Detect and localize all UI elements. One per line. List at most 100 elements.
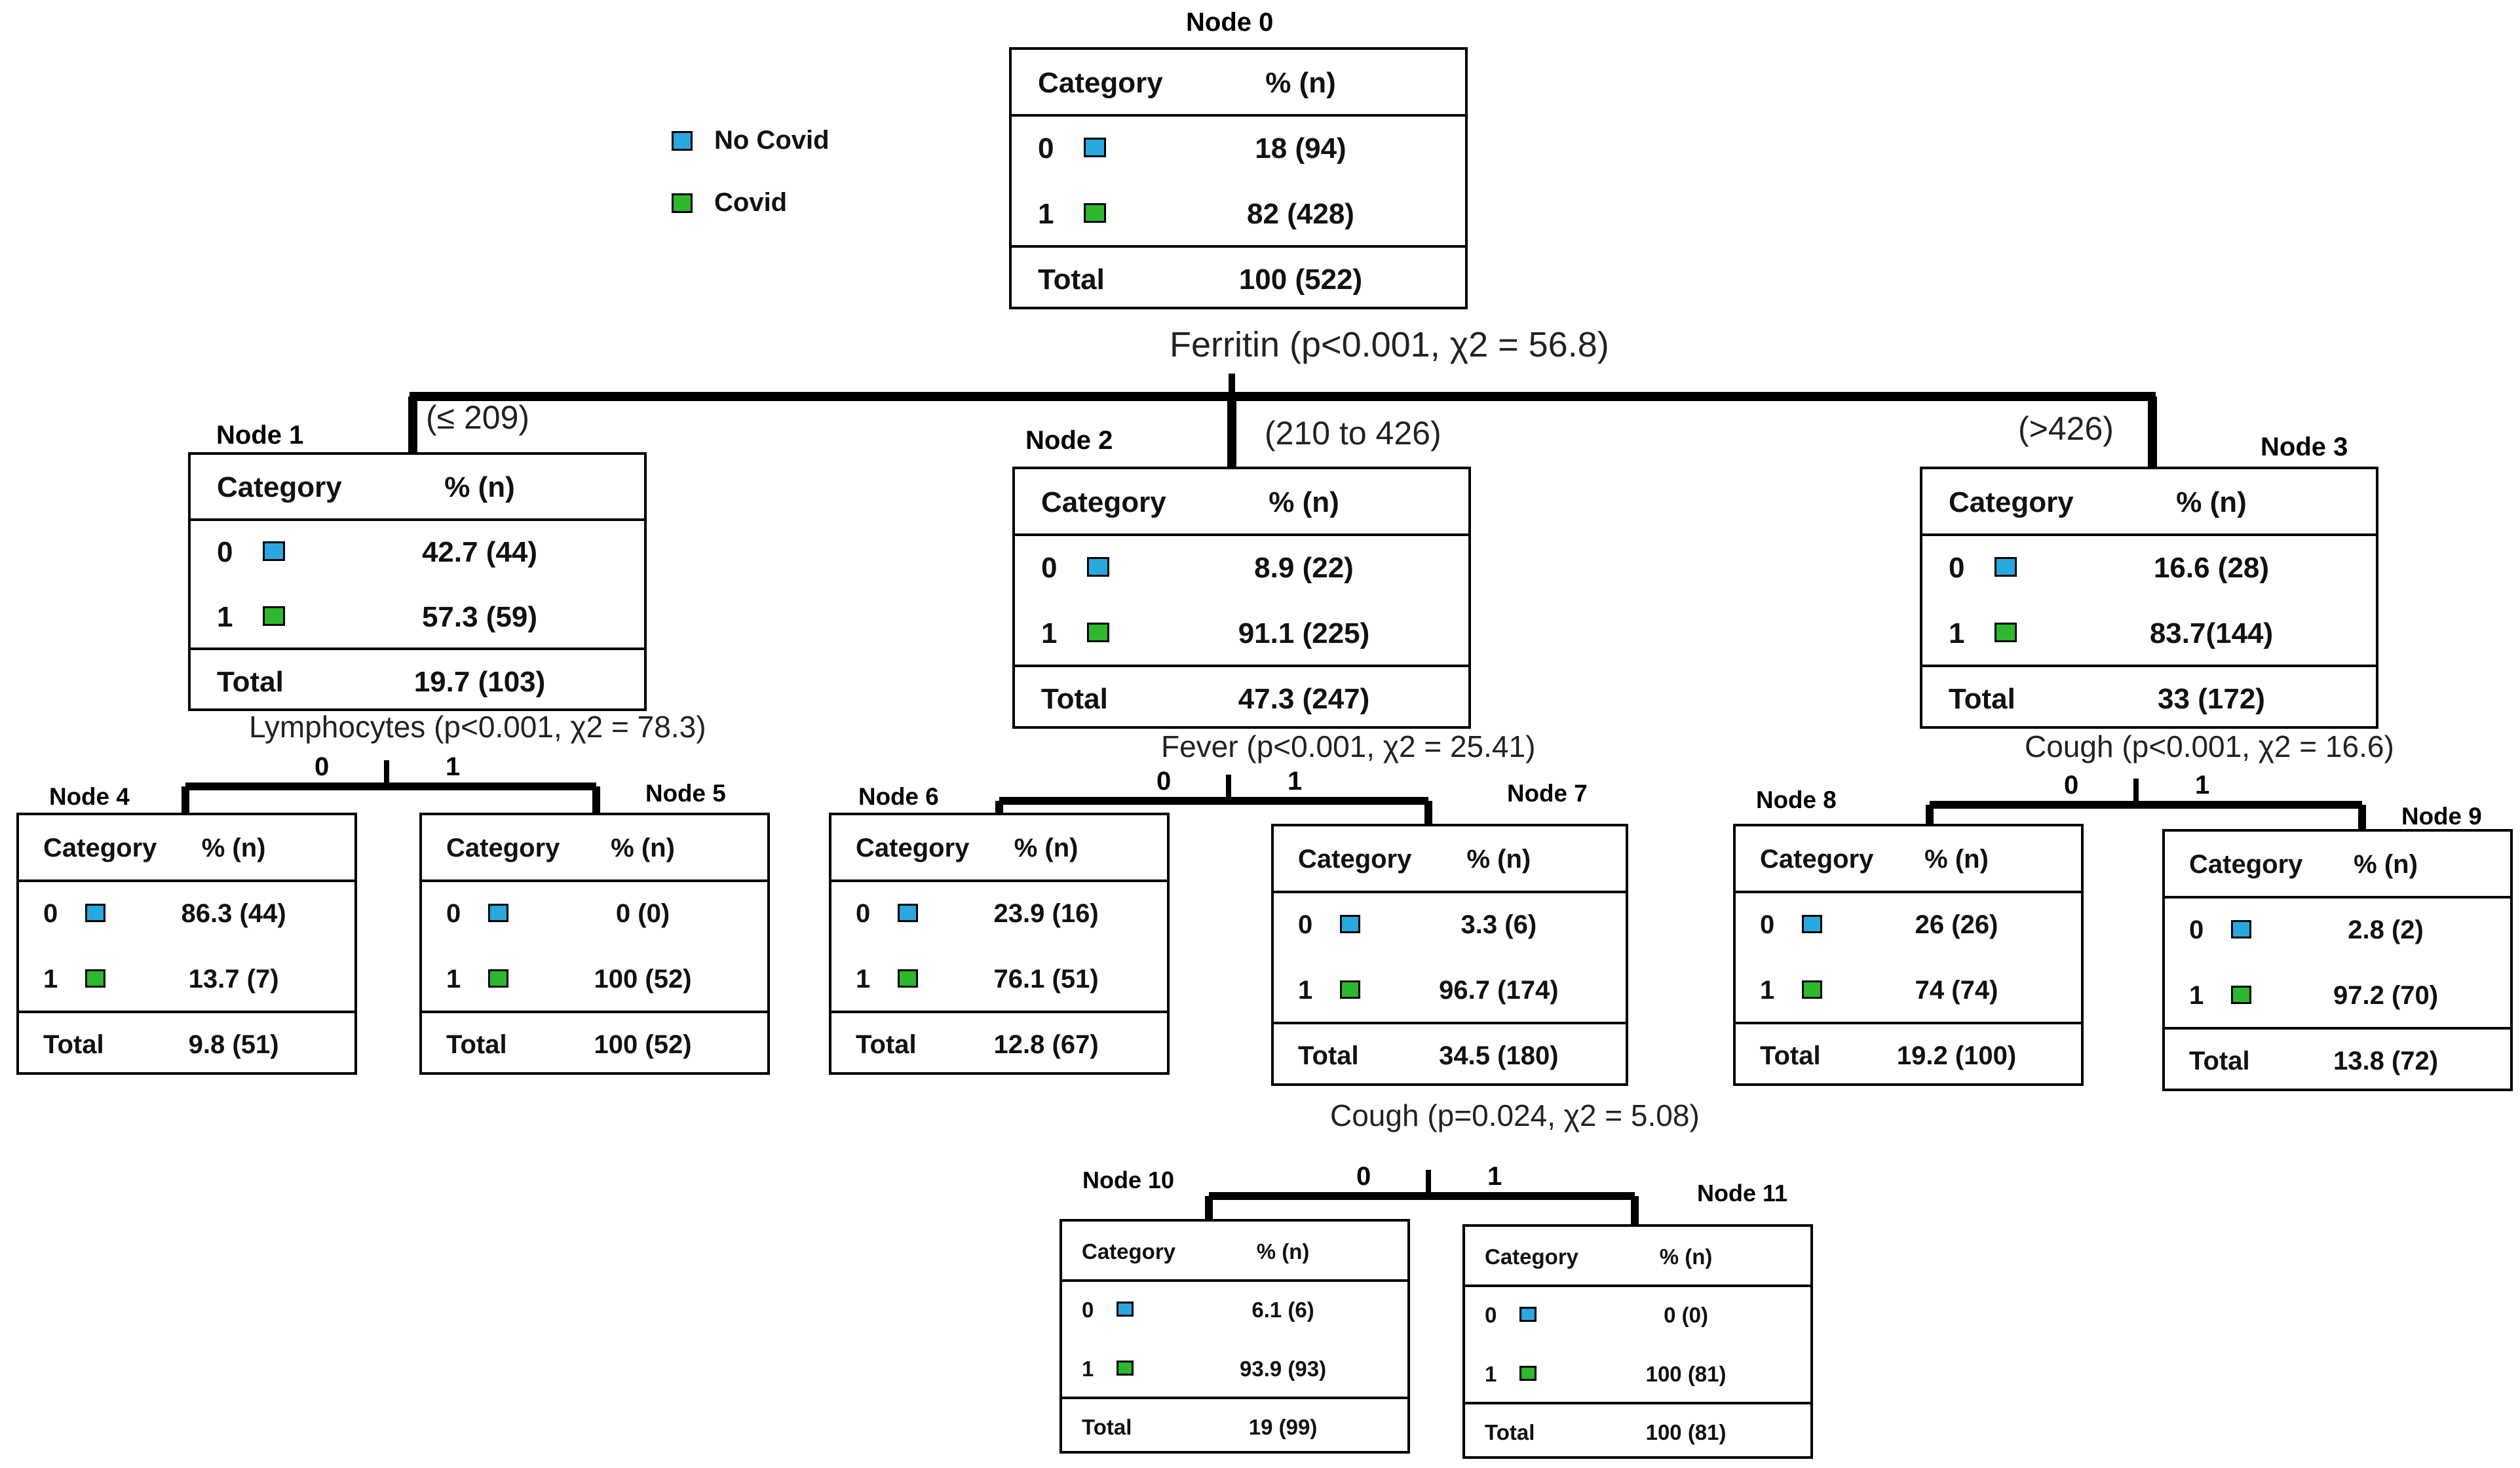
column-header-category: Category: [1760, 844, 1874, 874]
table-rule: [1015, 665, 1468, 667]
column-header-category: Category: [1485, 1244, 1579, 1269]
category-value: 0: [1949, 552, 1965, 584]
total-label: Total: [1485, 1420, 1535, 1445]
percent-value: 86.3 (44): [181, 898, 286, 928]
category-value: 1: [1298, 975, 1313, 1005]
table-rule: [1274, 1022, 1626, 1024]
covid-swatch-icon: [1117, 1360, 1134, 1376]
percent-value: 100 (52): [594, 964, 692, 994]
category-value: 0: [217, 536, 233, 569]
category-value: 0: [2189, 915, 2204, 944]
total-label: Total: [2189, 1046, 2250, 1075]
no-covid-swatch-icon: [85, 904, 105, 923]
category-value: 1: [1082, 1356, 1094, 1381]
branch-label: 0: [1156, 767, 1172, 796]
table-rule: [1062, 1279, 1407, 1282]
percent-value: 91.1 (225): [1238, 617, 1370, 649]
node-label: Node 11: [1697, 1180, 1788, 1207]
table-rule: [1736, 891, 2081, 893]
no-covid-swatch-icon: [1084, 138, 1106, 157]
column-header-percent: % (n): [1269, 486, 1339, 518]
covid-swatch-icon: [1519, 1365, 1537, 1381]
split-statistics: (p<0.001, χ2 = 25.41): [1246, 729, 1536, 763]
category-value: 0: [43, 898, 58, 928]
legend-label: No Covid: [714, 126, 830, 155]
total-label: Total: [1082, 1415, 1132, 1440]
category-value: 1: [217, 600, 233, 633]
branch-label: 0: [2064, 771, 2079, 800]
column-header-category: Category: [446, 833, 560, 862]
column-header-category: Category: [2189, 849, 2303, 879]
table-rule: [2165, 896, 2510, 898]
category-value: 1: [856, 964, 871, 994]
total-value: 13.8 (72): [2333, 1046, 2439, 1075]
total-label: Total: [446, 1030, 507, 1059]
column-header-percent: % (n): [201, 833, 266, 862]
percent-value: 16.6 (28): [2153, 552, 2270, 584]
no-covid-swatch-icon: [488, 904, 508, 923]
category-value: 1: [1760, 975, 1775, 1005]
node-label: Node 4: [49, 783, 130, 810]
table-rule: [1465, 1401, 1810, 1404]
covid-swatch-icon: [1995, 623, 2017, 642]
split-statistics: (p<0.001, χ2 = 16.6): [2122, 729, 2394, 763]
table-rule: [2165, 1027, 2510, 1030]
percent-value: 26 (26): [1915, 910, 1998, 939]
category-value: 0: [1298, 910, 1313, 939]
column-header-category: Category: [217, 471, 342, 504]
total-value: 33 (172): [2158, 683, 2265, 715]
category-value: 0: [1082, 1298, 1094, 1323]
total-value: 100 (522): [1238, 263, 1363, 296]
node-label: Node 6: [858, 783, 939, 810]
column-header-percent: % (n): [1924, 844, 1989, 874]
table-rule: [1012, 245, 1465, 248]
split-statistics: (p<0.001, χ2 = 56.8): [1289, 325, 1609, 364]
split-heading: Fever (p<0.001, χ2 = 25.41): [1161, 729, 1535, 764]
percent-value: 18 (94): [1255, 132, 1346, 164]
column-header-category: Category: [1041, 486, 1166, 518]
covid-swatch-icon: [263, 606, 285, 626]
no-covid-swatch-icon: [2231, 920, 2251, 939]
total-value: 100 (52): [594, 1030, 692, 1059]
percent-value: 93.9 (93): [1240, 1356, 1327, 1381]
split-heading: Cough (p<0.001, χ2 = 16.6): [2025, 729, 2394, 764]
table-rule: [422, 879, 767, 882]
legend-label: Covid: [714, 188, 788, 217]
table-rule: [1736, 1022, 2081, 1024]
branch-label: 0: [315, 752, 330, 781]
node-label: Node 8: [1756, 786, 1837, 813]
node-label: Node 7: [1507, 780, 1588, 807]
table-rule: [19, 1011, 354, 1013]
percent-value: 0 (0): [1664, 1303, 1708, 1328]
split-variable: Cough: [2025, 729, 2114, 763]
total-label: Total: [1949, 683, 2015, 715]
split-heading: Cough (p=0.024, χ2 = 5.08): [1330, 1098, 1700, 1133]
table-rule: [831, 1011, 1167, 1013]
percent-value: 13.7 (7): [188, 964, 279, 994]
category-value: 1: [446, 964, 461, 994]
column-header-percent: % (n): [2176, 486, 2247, 518]
covid-swatch-icon: [1802, 980, 1822, 999]
no-covid-swatch-icon: [1340, 915, 1360, 934]
percent-value: 83.7(144): [2149, 617, 2274, 649]
no-covid-swatch-icon: [1995, 557, 2017, 577]
covid-swatch-icon: [1087, 623, 1109, 642]
column-header-category: Category: [1949, 486, 2074, 518]
column-header-percent: % (n): [1659, 1244, 1713, 1269]
split-heading: Lymphocytes (p<0.001, χ2 = 78.3): [249, 709, 706, 744]
no-covid-swatch-icon: [1802, 915, 1822, 934]
node-label: Node 10: [1082, 1167, 1175, 1193]
total-value: 12.8 (67): [993, 1030, 1099, 1059]
category-value: 1: [1485, 1361, 1497, 1386]
table-rule: [831, 879, 1167, 882]
covid-swatch-icon: [2231, 986, 2251, 1005]
branch-label: (>426): [2018, 410, 2114, 447]
category-value: 0: [1041, 552, 1058, 584]
